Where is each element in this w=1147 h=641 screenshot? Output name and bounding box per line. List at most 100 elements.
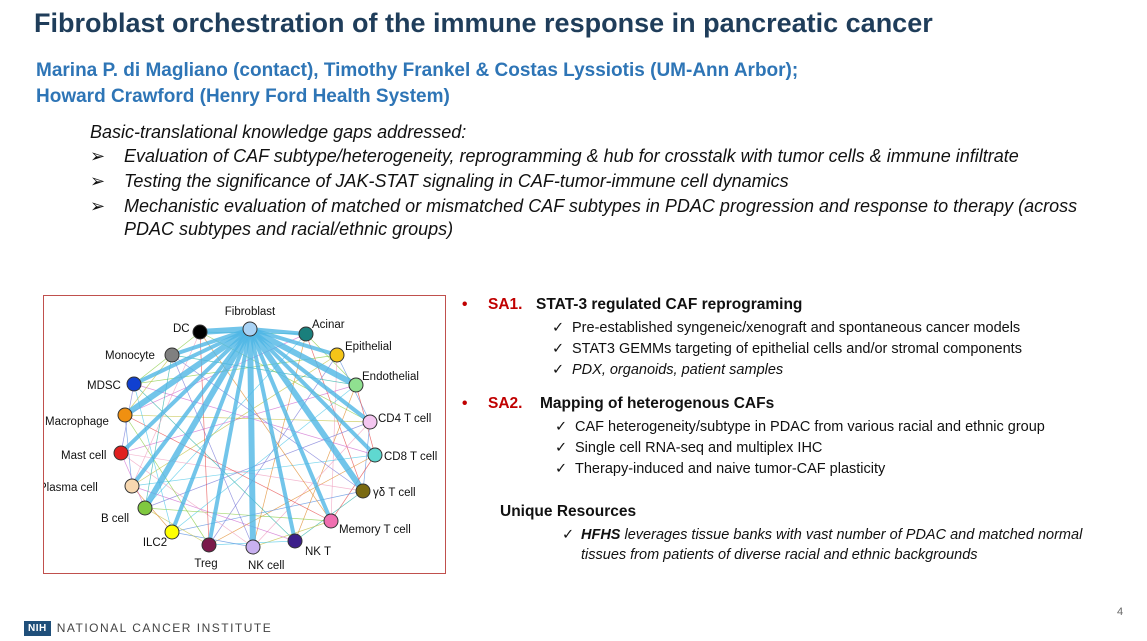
network-edge [362,421,371,492]
hub-edge [133,327,251,386]
network-node-label: Macrophage [45,416,109,428]
aim-item-text: CAF heterogeneity/subtype in PDAC from v… [575,419,1045,435]
network-node-label: NK T [305,546,331,558]
checkmark-icon: ✓ [552,320,565,336]
network-node-label: Monocyte [105,350,155,362]
checkmark-icon: ✓ [555,461,568,477]
aim-heading-row: • SA1. STAT-3 regulated CAF reprograming [462,296,1132,318]
hub-edge [248,326,358,388]
network-edge [330,454,376,522]
hub-edge [207,328,252,546]
hub-edge [142,327,253,510]
arrow-bullet-icon: ➢ [90,196,106,216]
network-edge [171,384,357,533]
footer: NIH NATIONAL CANCER INSTITUTE [24,618,272,638]
network-edge [144,507,332,522]
checkmark-icon: ✓ [555,440,568,456]
network-node [137,500,153,516]
network-node [164,524,180,540]
network-node-label: Plasma cell [44,482,98,494]
network-node-label: Fibroblast [225,306,276,318]
aim-check-item: ✓ STAT3 GEMMs targeting of epithelial ce… [462,339,1132,360]
network-edge [144,421,371,509]
gap-text: Testing the significance of JAK-STAT sig… [124,171,789,191]
network-edge [171,490,364,533]
institute-name: NATIONAL CANCER INSTITUTE [56,621,273,635]
aim-number: SA1. [488,296,523,313]
aim-sa1: • SA1. STAT-3 regulated CAF reprograming… [462,296,1132,381]
gap-item: ➢ Evaluation of CAF subtype/heterogeneit… [90,145,1090,168]
network-node-label: MDSC [87,380,121,392]
network-node [126,376,142,392]
network-node-label: NK cell [248,560,284,572]
network-edge [199,331,210,546]
resources-body: leverages tissue banks with vast number … [581,527,1083,563]
gap-text: Mechanistic evaluation of matched or mis… [124,196,1078,239]
network-edge [330,354,338,522]
resources-text: HFHS leverages tissue banks with vast nu… [581,525,1121,565]
aim-heading: Mapping of heterogenous CAFs [540,395,775,412]
network-node-label: CD4 T cell [378,413,431,425]
network-node [242,321,258,337]
aim-item-text: Single cell RNA-seq and multiplex IHC [575,440,823,456]
aim-item-text: PDX, organoids, patient samples [572,362,784,378]
network-node [201,537,217,553]
network-edge [133,383,296,542]
gaps-heading: Basic-translational knowledge gaps addre… [90,122,467,142]
aim-item-text: STAT3 GEMMs targeting of epithelial cell… [572,341,1022,357]
gap-text: Evaluation of CAF subtype/heterogeneity,… [124,146,1019,166]
hub-edge [247,328,256,548]
aim-item-text: Therapy-induced and naive tumor-CAF plas… [575,461,886,477]
checkmark-icon: ✓ [552,362,565,378]
network-node [192,324,208,340]
network-node [124,478,140,494]
network-node [245,539,261,555]
authors-line-1: Marina P. di Magliano (contact), Timothy… [36,60,799,81]
network-node [362,414,378,430]
aim-sa2: • SA2. Mapping of heterogenous CAFs ✓ CA… [462,395,1132,480]
aim-item-text: Pre-established syngeneic/xenograft and … [572,320,1021,336]
network-node-label: B cell [101,513,129,525]
network-edge [133,383,376,456]
network-edge [252,421,371,548]
checkmark-icon: ✓ [552,341,565,357]
aim-check-item: ✓ PDX, organoids, patient samples [462,360,1132,381]
network-node-label: ILC2 [143,537,167,549]
network-edge [124,414,371,423]
network-node [298,326,314,342]
network-edge [144,354,173,509]
aim-number: SA2. [488,395,523,412]
network-node-label: Acinar [312,319,345,331]
aim-heading: STAT-3 regulated CAF reprograming [536,296,803,313]
hub-edge [248,328,333,522]
network-node [113,445,129,461]
authors-line-2: Howard Crawford (Henry Ford Health Syste… [36,86,450,107]
hub-edge [123,326,252,418]
arrow-bullet-icon: ➢ [90,146,106,166]
page-number: 4 [1117,606,1124,618]
knowledge-gaps: Basic-translational knowledge gaps addre… [90,122,1090,243]
hub-edge [130,327,252,488]
network-node [287,533,303,549]
network-edge [171,354,364,492]
network-node-label: Endothelial [362,371,419,383]
network-node [164,347,180,363]
bullet-icon: • [462,296,468,313]
network-node-label: Treg [194,558,217,570]
hub-edge [199,326,251,335]
checkmark-icon: ✓ [555,419,568,435]
network-node [355,483,371,499]
aim-heading-row: • SA2. Mapping of heterogenous CAFs [462,395,1132,417]
network-edge [208,354,338,546]
network-node [348,377,364,393]
aim-check-item: ✓ Therapy-induced and naive tumor-CAF pl… [462,459,1132,480]
network-node-label: CD8 T cell [384,451,437,463]
nih-logo: NIH [24,620,51,636]
network-node [367,447,383,463]
aim-check-item: ✓ Single cell RNA-seq and multiplex IHC [462,438,1132,459]
resources-heading: Unique Resources [500,503,637,520]
hub-edge [119,327,252,455]
network-edge [294,384,357,542]
specific-aims: • SA1. STAT-3 regulated CAF reprograming… [462,296,1132,480]
